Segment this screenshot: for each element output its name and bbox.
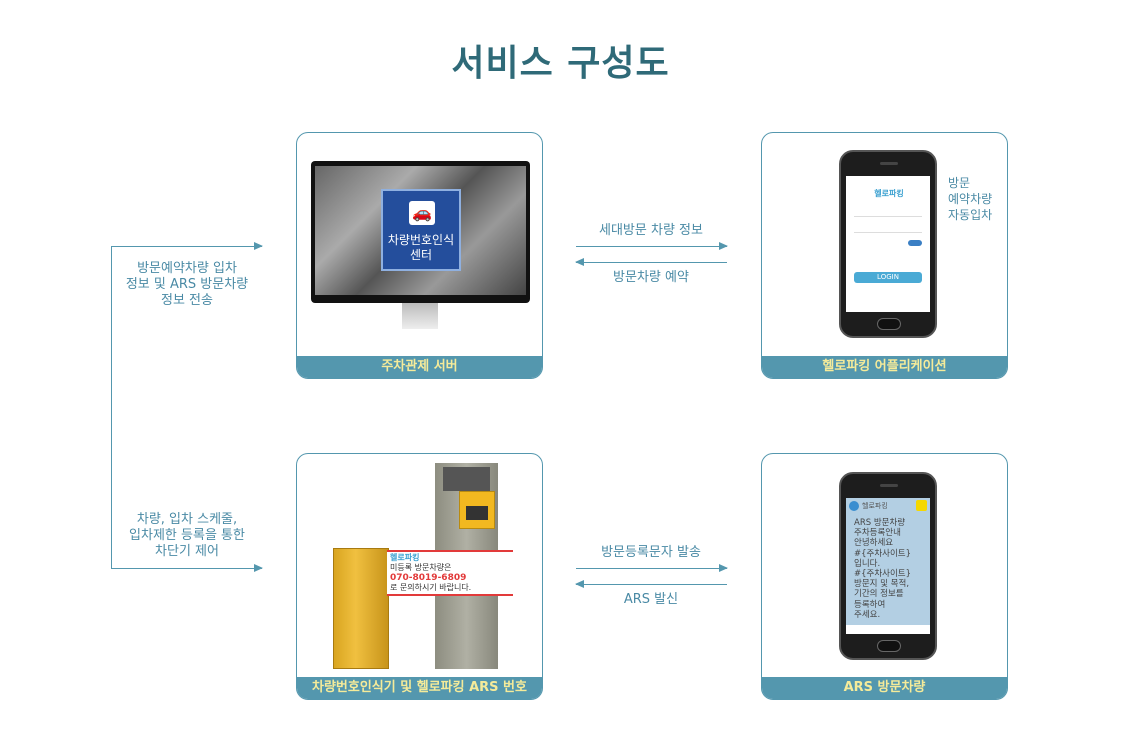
- toggle[interactable]: [908, 240, 922, 246]
- msg-line: 안녕하세요: [854, 538, 894, 549]
- kakao-icon: [916, 500, 927, 511]
- mid-top-right-label: 세대방문 차량 정보: [599, 223, 703, 238]
- msg-line: 방문지 및 목적,: [854, 579, 910, 590]
- msg-line: 입니다.: [854, 558, 881, 569]
- msg-line: 주세요.: [854, 609, 881, 620]
- badge-text: 차량번호인식센터: [387, 233, 455, 262]
- sign-suffix: 로 문의하시기 바랍니다.: [390, 583, 472, 592]
- ars-sign: 헬로파킹 미등록 방문차량은 070-8019-6809 로 문의하시기 바랍니…: [387, 550, 513, 596]
- sign-brand: 헬로파킹: [390, 553, 420, 562]
- label-line: 차량, 입차 스케줄,: [136, 512, 238, 527]
- sms-message: ARS 방문차량 주차등록안내 안녕하세요 #{주차사이트} 입니다. #{주차…: [854, 518, 911, 620]
- cctv-screen: 🚗 차량번호인식센터: [315, 166, 526, 295]
- sign-phone: 070-8019-6809: [390, 573, 467, 583]
- ars-card: 헬로파킹 ARS 방문차량 주차등록안내 안녕하세요 #{주차사이트} 입니다.…: [761, 453, 1008, 700]
- barrier-gate: [333, 548, 389, 669]
- input-bar: [846, 625, 930, 634]
- mid-top-left-label: 방문차량 예약: [613, 270, 689, 285]
- msg-line: #{주차사이트}: [854, 548, 912, 559]
- side-line: 방문: [948, 176, 971, 190]
- app-card: 헬로파킹 LOGIN 방문 예약차량 자동입차 헬로파킹 어플리케이션: [761, 132, 1008, 379]
- msg-line: #{주차사이트}: [854, 569, 912, 580]
- login-button[interactable]: LOGIN: [854, 272, 922, 283]
- profile-icon: [849, 501, 859, 511]
- car-icon: 🚗: [409, 201, 435, 225]
- phone: 헬로파킹 LOGIN: [839, 150, 937, 338]
- left-bottom-label: 차량, 입차 스케줄, 입차제한 등록을 통한 차단기 제어: [112, 512, 262, 560]
- msg-line: 등록하여: [854, 599, 886, 610]
- side-line: 예약차량: [948, 192, 993, 206]
- card-label: ARS 방문차량: [762, 677, 1007, 699]
- mid-bottom-right-label: 방문등록문자 발송: [601, 545, 701, 560]
- label-line: 정보 전송: [161, 293, 213, 308]
- arrow-right: [576, 242, 728, 250]
- camera-icon: [459, 491, 495, 529]
- arrow-right: [576, 564, 728, 572]
- barrier-card: 헬로파킹 미등록 방문차량은 070-8019-6809 로 문의하시기 바랍니…: [296, 453, 543, 700]
- server-card: 🚗 차량번호인식센터 주차관제 서버: [296, 132, 543, 379]
- msg-line: ARS 방문차량: [854, 518, 906, 528]
- monitor: 🚗 차량번호인식센터: [311, 161, 530, 303]
- side-line: 자동입차: [948, 208, 993, 222]
- app-side-text: 방문 예약차량 자동입차: [948, 175, 992, 223]
- label-line: 입차제한 등록을 통한: [129, 528, 245, 543]
- card-label: 주차관제 서버: [297, 356, 542, 378]
- app-login-screen: 헬로파킹 LOGIN: [846, 176, 930, 312]
- arrow-to-server: [111, 242, 263, 250]
- sign-text: 미등록 방문차량은: [390, 563, 452, 572]
- connector-line: [111, 246, 112, 569]
- label-line: 방문예약차량 입차: [137, 261, 237, 276]
- label-line: 정보 및 ARS 방문차량: [125, 277, 249, 292]
- arrow-to-barrier: [111, 564, 263, 572]
- arrow-left: [575, 258, 727, 266]
- left-top-label: 방문예약차량 입차 정보 및 ARS 방문차량 정보 전송: [112, 261, 262, 309]
- sms-screen: 헬로파킹 ARS 방문차량 주차등록안내 안녕하세요 #{주차사이트} 입니다.…: [846, 498, 930, 634]
- card-label: 헬로파킹 어플리케이션: [762, 356, 1007, 378]
- msg-line: 주차등록안내: [854, 528, 901, 539]
- card-label: 차량번호인식기 및 헬로파킹 ARS 번호: [297, 677, 542, 699]
- label-line: 차단기 제어: [155, 544, 219, 559]
- phone: 헬로파킹 ARS 방문차량 주차등록안내 안녕하세요 #{주차사이트} 입니다.…: [839, 472, 937, 660]
- pole-camera-top: [443, 467, 490, 491]
- monitor-stand: [402, 303, 438, 329]
- page-title: 서비스 구성도: [451, 43, 670, 84]
- chat-name: 헬로파킹: [862, 502, 888, 510]
- recognition-center-badge: 🚗 차량번호인식센터: [381, 189, 461, 271]
- app-logo: 헬로파킹: [874, 189, 904, 198]
- msg-line: 기간의 정보를: [854, 589, 904, 600]
- mid-bottom-left-label: ARS 발신: [623, 592, 679, 607]
- arrow-left: [575, 580, 727, 588]
